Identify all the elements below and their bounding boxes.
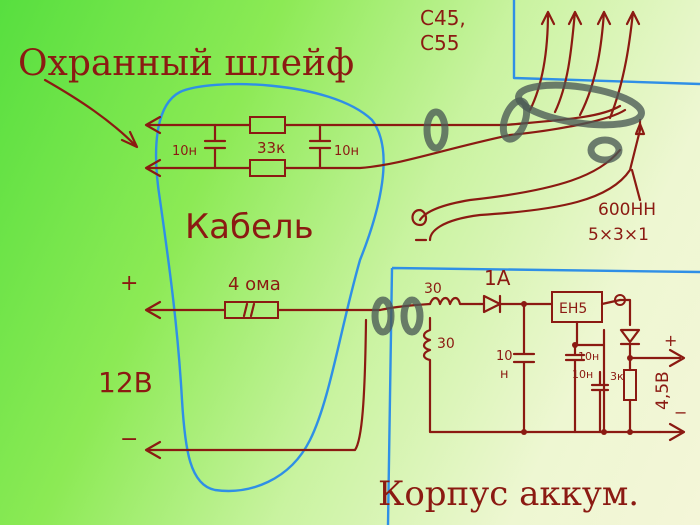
capacitor-10n-label-a: 10 (496, 349, 513, 364)
regulator-wiring (575, 298, 622, 434)
connector-block-outline (512, 0, 700, 86)
resistor-3k-label: 3к (610, 370, 624, 383)
ferrite-ring-power-1 (371, 296, 395, 336)
resistor-4ohm (224, 301, 279, 319)
power-wire-minus (146, 318, 368, 452)
capacitor-10n-2-label: 10н (578, 350, 599, 363)
output-arrow-minus (658, 422, 686, 442)
ferrite-spec-1: 600HH (598, 200, 656, 220)
junction-dot (627, 429, 633, 435)
capacitor-10n-3-label: 10н (572, 368, 593, 381)
plus-left: + (120, 271, 138, 296)
ferrite-ring-1 (423, 108, 449, 152)
connector-label-1: C45, (420, 6, 466, 30)
capacitor-10n-label-b: н (500, 367, 509, 382)
ferrite-ring-3 (515, 81, 645, 129)
choke-bottom (422, 316, 662, 434)
ferrite-spec-2: 5×3×1 (588, 225, 649, 245)
regulator-output-node (614, 294, 626, 306)
connector-wires (528, 10, 641, 120)
junction-dot (627, 355, 633, 361)
resistor-4ohm-mark (242, 302, 256, 318)
capacitor-right-label: 10н (334, 144, 359, 159)
loop-title: Охранный шлейф (18, 43, 354, 84)
connector-label-2: C55 (420, 31, 459, 55)
choke-bottom-label: 30 (437, 336, 455, 352)
housing-label: Корпус аккум. (378, 474, 639, 514)
ferrite-ring-4 (587, 136, 623, 164)
resistor-4ohm-label: 4 ома (228, 274, 281, 295)
ferrite-loop-wire (428, 118, 642, 242)
junction-dot (601, 429, 607, 435)
ferrite-loop-wire-2 (418, 148, 622, 222)
ferrite-pointer (630, 122, 646, 202)
capacitor-left (203, 123, 227, 170)
resistor-top (249, 116, 286, 134)
fuse-label: 1A (484, 266, 511, 290)
loop-arrow-bottom (144, 158, 162, 178)
junction-dot (572, 342, 578, 348)
output-voltage-label: 4,5В (653, 371, 673, 410)
ferrite-ring-power-2 (400, 296, 424, 336)
resistor-33k-label: 33к (257, 139, 285, 157)
capacitor-10n-3 (590, 370, 610, 434)
loop-arrow-top (144, 115, 162, 135)
title-pointer-arrow (43, 78, 139, 149)
power-arrow-minus (144, 440, 162, 460)
capacitor-left-label: 10н (172, 144, 197, 159)
cable-label: Кабель (185, 207, 314, 247)
minus-left: − (120, 427, 138, 452)
capacitor-10n (512, 302, 536, 434)
choke-top (428, 296, 482, 306)
cable-outline (154, 82, 385, 493)
output-arrow-plus (668, 348, 686, 368)
capacitor-right (308, 123, 332, 170)
resistor-bottom (249, 159, 286, 177)
junction-dot (521, 301, 527, 307)
regulator-label: EH5 (559, 301, 587, 317)
choke-top-label: 30 (424, 281, 442, 297)
resistor-output (623, 369, 637, 401)
junction-dot (521, 429, 527, 435)
ground-symbol (411, 208, 428, 242)
diode (478, 294, 554, 314)
minus-right: − (674, 403, 687, 422)
capacitor-10n-2 (564, 343, 586, 434)
power-arrow-plus (144, 300, 162, 320)
plus-right: + (664, 331, 677, 350)
zener-diode (618, 298, 682, 360)
voltage-label: 12В (98, 366, 153, 399)
